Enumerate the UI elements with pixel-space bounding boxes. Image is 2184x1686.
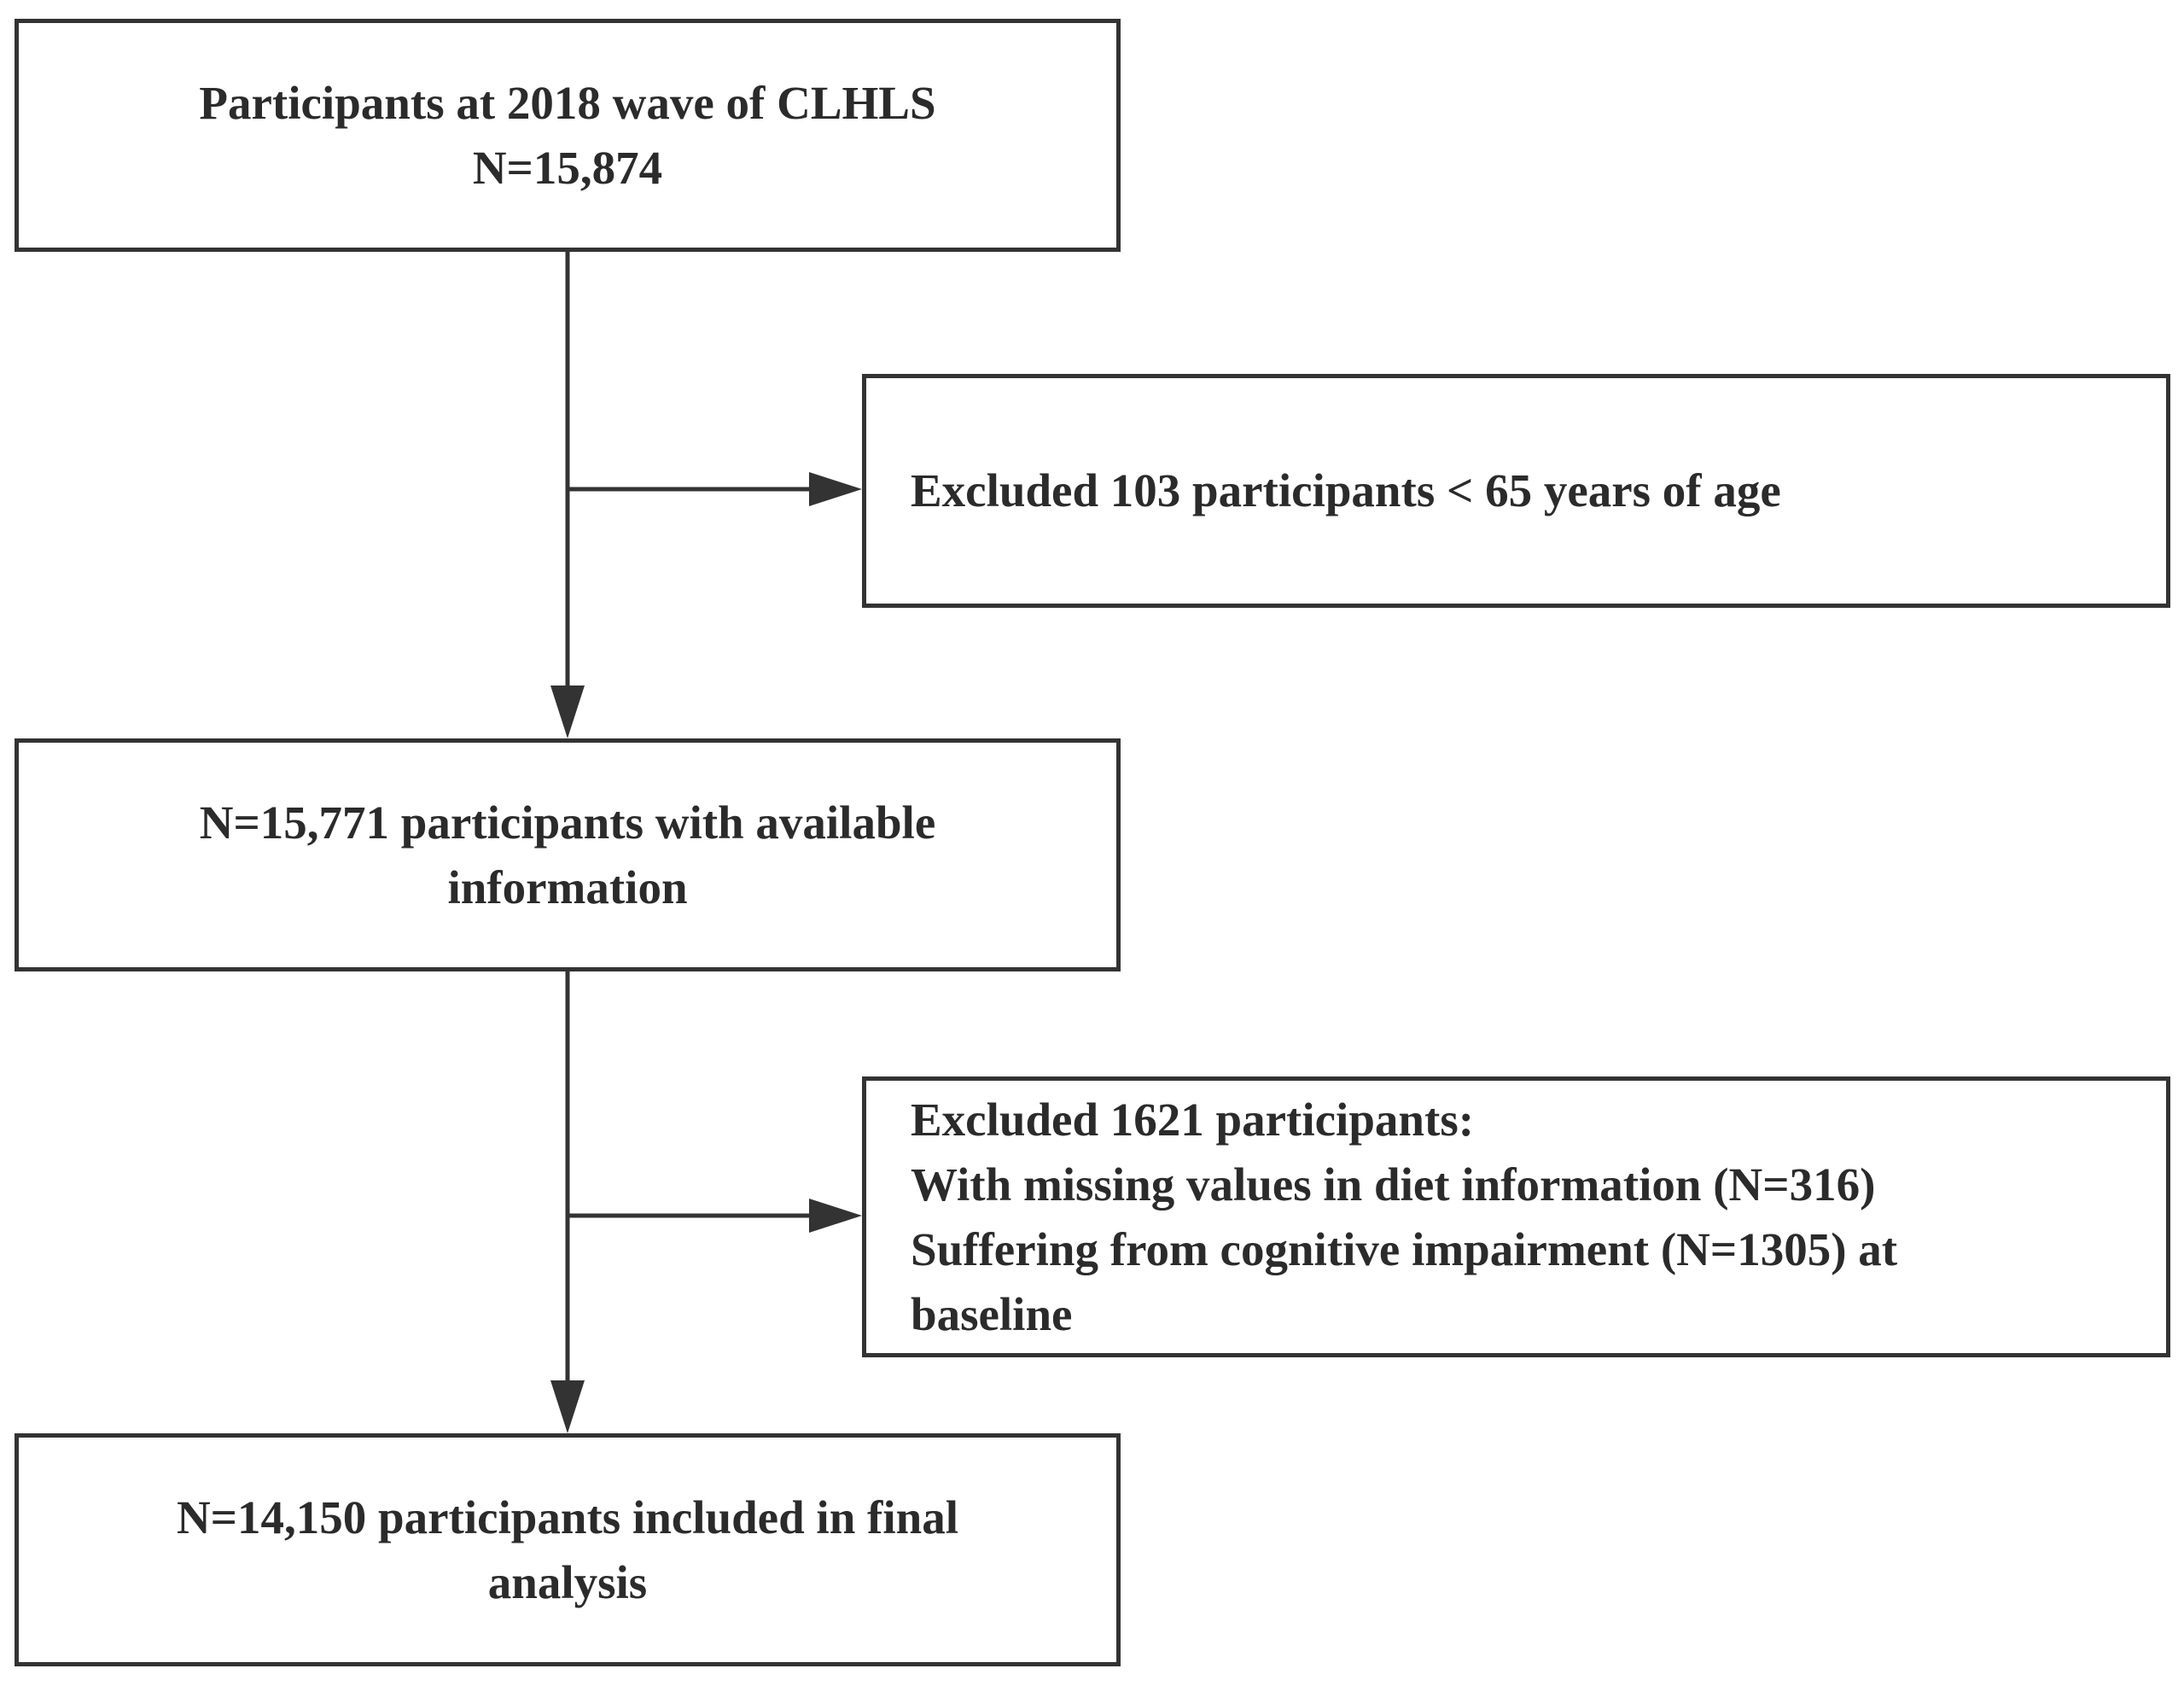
available-line-2: information bbox=[447, 861, 688, 913]
box-initial-participants: Participants at 2018 wave of CLHLS N=15,… bbox=[15, 19, 1121, 252]
initial-title: Participants at 2018 wave of CLHLS bbox=[199, 76, 936, 129]
box-final-text: N=14,150 participants included in final … bbox=[177, 1485, 958, 1615]
box-exclusion-diet-cognitive: Excluded 1621 participants: With missing… bbox=[862, 1076, 2170, 1357]
box-exclusion-age: Excluded 103 participants < 65 years of … bbox=[862, 374, 2170, 608]
box-initial-text: Participants at 2018 wave of CLHLS N=15,… bbox=[199, 71, 935, 201]
final-line-2: analysis bbox=[487, 1555, 648, 1608]
box-available-information: N=15,771 participants with available inf… bbox=[15, 738, 1121, 971]
exclusion-2-baseline: baseline bbox=[911, 1287, 1073, 1340]
exclusion-2-diet-missing: With missing values in diet information … bbox=[911, 1158, 1876, 1211]
arrowhead-to-exclusion-2 bbox=[809, 1199, 862, 1233]
arrowhead-to-final bbox=[550, 1380, 585, 1433]
available-line-1: N=15,771 participants with available bbox=[199, 796, 936, 849]
initial-count: N=15,874 bbox=[472, 141, 663, 194]
box-available-text: N=15,771 participants with available inf… bbox=[200, 790, 936, 920]
exclusion-2-heading: Excluded 1621 participants: bbox=[911, 1093, 1475, 1146]
final-line-1: N=14,150 participants included in final bbox=[176, 1491, 959, 1543]
exclusion-2-cognitive-impairment: Suffering from cognitive impairment (N=1… bbox=[911, 1222, 1898, 1275]
exclusion-age-text: Excluded 103 participants < 65 years of … bbox=[911, 464, 1781, 516]
box-final-analysis: N=14,150 participants included in final … bbox=[15, 1433, 1121, 1666]
arrowhead-to-available bbox=[550, 685, 585, 738]
arrowhead-to-exclusion-1 bbox=[809, 472, 862, 506]
